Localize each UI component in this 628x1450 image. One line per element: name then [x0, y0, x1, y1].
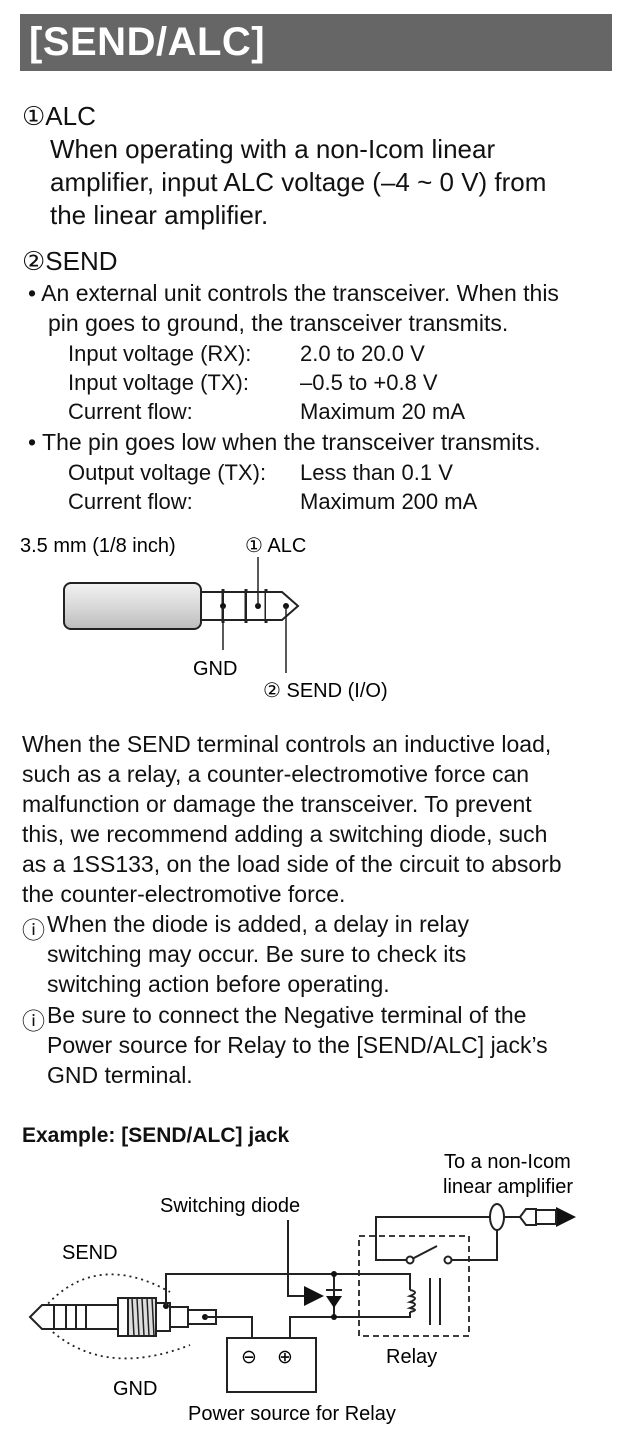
paragraph-line: malfunction or damage the transceiver. T… — [22, 791, 532, 817]
plug-ring — [222, 591, 247, 621]
spec-value: Maximum 20 mA — [300, 399, 466, 424]
relay-circuit-diagram: To a non-Icom linear amplifier Switching… — [28, 1151, 576, 1425]
alc-text-line: amplifier, input ALC voltage (–4 ~ 0 V) … — [50, 167, 547, 197]
plus-terminal-icon: ⊕ — [277, 1347, 293, 1368]
send-bullet-line: pin goes to ground, the transceiver tran… — [48, 310, 509, 336]
spec-value: Less than 0.1 V — [300, 460, 453, 485]
amp-label-line: To a non-Icom — [444, 1151, 571, 1173]
note-line: switching may occur. Be sure to check it… — [47, 941, 467, 967]
section-header-bar — [20, 14, 612, 71]
spec-label: Current flow: — [68, 399, 193, 424]
relay-box — [358, 1235, 470, 1337]
send-heading: ②SEND — [22, 246, 118, 276]
plug-body — [63, 582, 202, 630]
paragraph-line: as a 1SS133, on the load side of the cir… — [22, 851, 562, 877]
plug-gnd-label: GND — [193, 658, 237, 680]
stereo-plug — [28, 1297, 217, 1337]
section-title: [SEND/ALC] — [29, 20, 266, 64]
power-source-box — [226, 1337, 317, 1393]
note-line: Power source for Relay to the [SEND/ALC]… — [47, 1032, 548, 1058]
spec-value: Maximum 200 mA — [300, 489, 478, 514]
plug-size-label: 3.5 mm (1/8 inch) — [20, 535, 176, 557]
alc-heading: ①ALC — [22, 101, 96, 131]
ferrite-core — [489, 1203, 505, 1231]
note-line: switching action before operating. — [47, 971, 390, 997]
spec-value: –0.5 to +0.8 V — [300, 370, 438, 395]
send-bullet-line: • The pin goes low when the transceiver … — [28, 429, 541, 455]
note-line: GND terminal. — [47, 1062, 193, 1088]
info-icon: ⓘ — [22, 1008, 45, 1034]
amp-label-line: linear amplifier — [443, 1176, 573, 1198]
spec-value: 2.0 to 20.0 V — [300, 341, 425, 366]
plug-alc-label: ① ALC — [245, 535, 306, 557]
spec-label: Current flow: — [68, 489, 193, 514]
example-title: Example: [SEND/ALC] jack — [22, 1124, 290, 1147]
paragraph-line: such as a relay, a counter-electromotive… — [22, 761, 530, 787]
relay-label: Relay — [386, 1346, 437, 1368]
spec-label: Output voltage (TX): — [68, 460, 267, 485]
paragraph-line: the counter-electromotive force. — [22, 881, 346, 907]
note-line: When the diode is added, a delay in rela… — [47, 911, 469, 937]
spec-label: Input voltage (RX): — [68, 341, 252, 366]
circuit-send-label: SEND — [62, 1242, 118, 1264]
send-bullet-line: • An external unit controls the transcei… — [28, 280, 559, 306]
send-dotted-arc — [43, 1273, 171, 1309]
alc-text-line: When operating with a non-Icom linear — [50, 134, 496, 164]
note-line: Be sure to connect the Negative terminal… — [47, 1002, 527, 1028]
plug-send-label: ② SEND (I/O) — [263, 680, 388, 702]
diode-label: Switching diode — [160, 1195, 300, 1217]
spec-label: Input voltage (TX): — [68, 370, 249, 395]
plug-sleeve — [200, 591, 224, 621]
circuit-gnd-label: GND — [113, 1378, 157, 1400]
plug-diagram: 3.5 mm (1/8 inch) ① ALC GND ② SEND (I/O) — [20, 535, 388, 702]
power-source-label: Power source for Relay — [188, 1403, 396, 1425]
circuit-wires — [165, 1206, 576, 1338]
switching-diode — [326, 1289, 342, 1308]
alc-text-line: the linear amplifier. — [50, 200, 269, 230]
amp-connector — [518, 1208, 557, 1226]
paragraph-line: this, we recommend adding a switching di… — [22, 821, 548, 847]
paragraph-line: When the SEND terminal controls an induc… — [22, 731, 552, 757]
minus-terminal-icon: ⊖ — [241, 1347, 257, 1368]
info-icon: ⓘ — [22, 917, 45, 943]
gnd-dotted-arc — [43, 1323, 191, 1360]
plug-tip — [266, 591, 300, 621]
